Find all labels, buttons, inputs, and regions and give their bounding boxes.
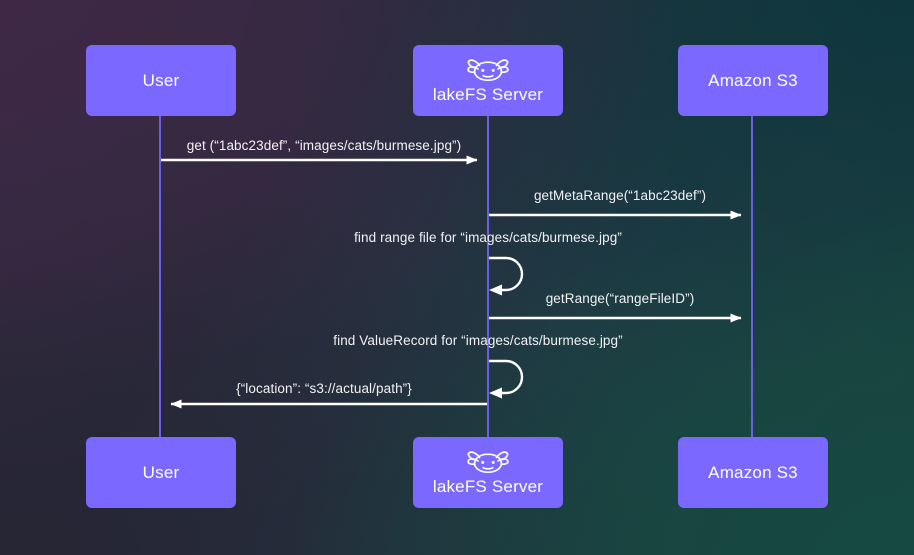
- actor-label-lakefs-bottom: lakeFS Server: [432, 476, 544, 496]
- actor-box-lakefs-bottom[interactable]: lakeFS Server: [413, 437, 563, 508]
- message-label-location-response: {“location”: “s3://actual/path”}: [236, 381, 412, 396]
- actor-label-user-top: User: [142, 70, 180, 90]
- message-selfloop-find-valuerecord-arrowhead: [489, 387, 502, 399]
- axolotl-logo-icon: [465, 57, 511, 85]
- message-selfloop-find-range-file-arrowhead: [489, 284, 502, 296]
- message-label-getmetarange: getMetaRange(“1abc23def”): [533, 188, 707, 203]
- actor-label-s3-bottom: Amazon S3: [708, 462, 798, 482]
- message-label-getrange: getRange(“rangeFileID”): [545, 291, 695, 306]
- actor-box-s3-top[interactable]: Amazon S3: [678, 45, 828, 116]
- actor-box-s3-bottom[interactable]: Amazon S3: [678, 437, 828, 508]
- message-label-find-valuerecord: find ValueRecord for “images/cats/burmes…: [333, 333, 623, 348]
- actor-label-user-bottom: User: [142, 462, 180, 482]
- message-selfloop-find-range-file: [489, 256, 524, 292]
- actor-label-lakefs-top: lakeFS Server: [432, 84, 544, 104]
- actor-label-s3-top: Amazon S3: [708, 70, 798, 90]
- message-label-get: get (“1abc23def”, “images/cats/burmese.j…: [186, 138, 462, 153]
- message-label-find-range-file: find range file for “images/cats/burmese…: [354, 230, 622, 245]
- actor-box-user-top[interactable]: User: [86, 45, 236, 116]
- axolotl-logo-icon: [465, 449, 511, 477]
- actor-box-lakefs-top[interactable]: lakeFS Server: [413, 45, 563, 116]
- message-selfloop-find-valuerecord: [489, 359, 524, 395]
- actor-box-user-bottom[interactable]: User: [86, 437, 236, 508]
